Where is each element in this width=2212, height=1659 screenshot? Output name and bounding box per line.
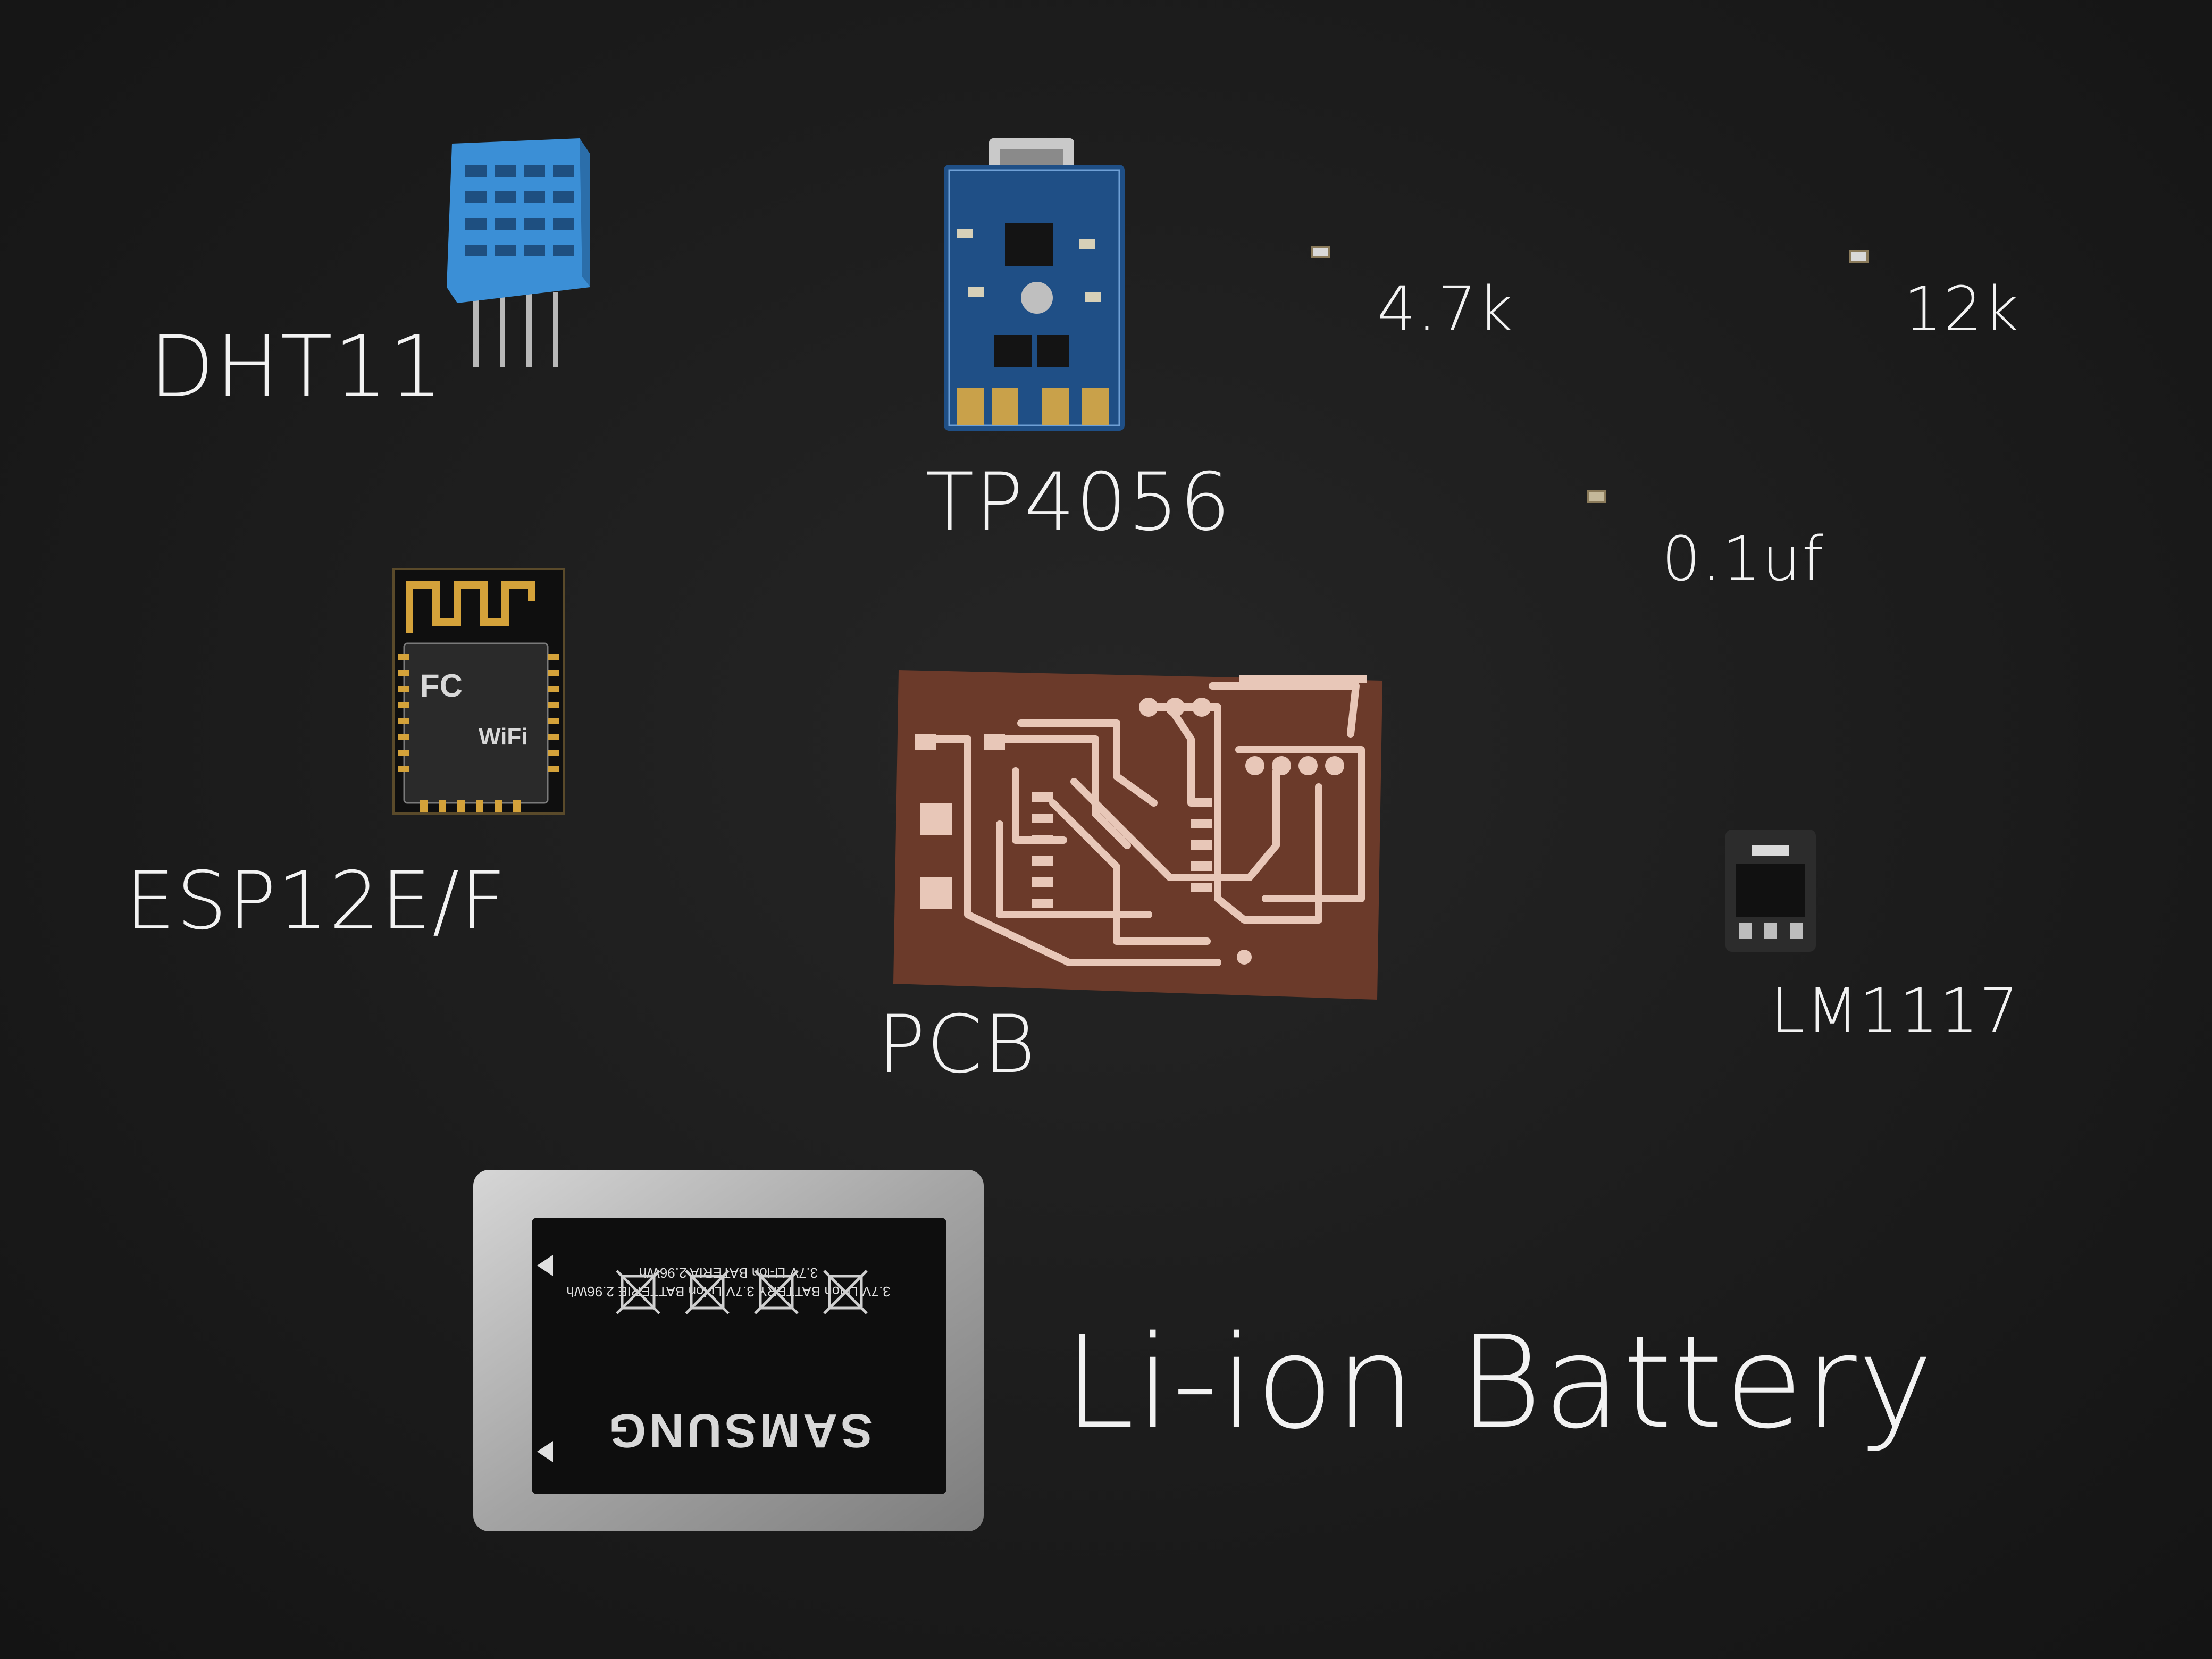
battery-spec-line2: 3.7V Li-ion BATERIA 2.96Wh — [639, 1265, 818, 1281]
label-pcb: PCB — [877, 999, 1037, 1091]
resistor-12k — [1849, 250, 1869, 263]
label-lm1117: LM1117 — [1771, 976, 2020, 1047]
lm1117-regulator — [1725, 830, 1816, 952]
esp-fc-mark: FC — [420, 668, 463, 703]
li-ion-battery: 3.7V Li-ion BATTERY 3.7V Li-ion BATTERIE… — [473, 1170, 984, 1531]
tp4056-module — [944, 138, 1125, 431]
resistor-4-7k — [1311, 246, 1330, 258]
esp12-module: FC WiFi — [392, 568, 565, 815]
label-esp12: ESP12E/F — [125, 855, 507, 948]
pcb-board — [893, 670, 1382, 1000]
dht11-sensor — [447, 138, 590, 367]
label-0-1uf: 0.1uf — [1662, 524, 1825, 595]
label-battery: Li-ion Battery — [1063, 1308, 1934, 1457]
esp-wifi-mark: WiFi — [479, 724, 527, 750]
label-12k: 12k — [1904, 274, 2020, 345]
label-4-7k: 4.7k — [1377, 274, 1514, 345]
battery-spec-line1: 3.7V Li-ion BATTERY 3.7V Li-ion BATTERIE… — [566, 1284, 890, 1300]
label-tp4056: TP4056 — [925, 456, 1231, 549]
battery-brand: SAMSUNG — [606, 1404, 873, 1457]
capacitor-0-1uf — [1587, 490, 1606, 503]
label-dht11: DHT11 — [149, 317, 444, 416]
